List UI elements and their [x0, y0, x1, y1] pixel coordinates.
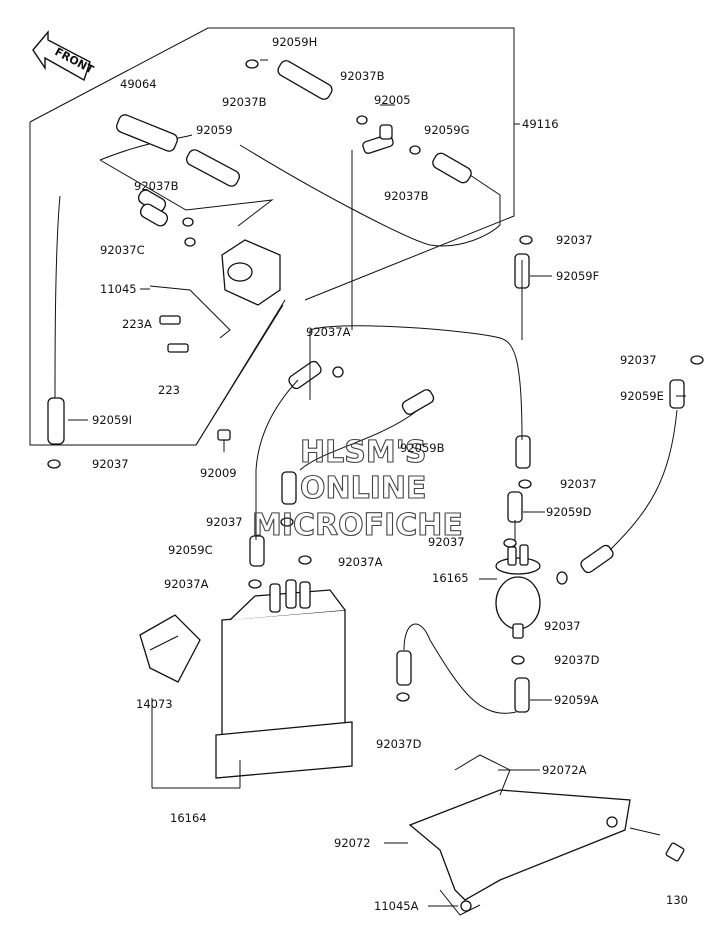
fuel-filter	[495, 544, 541, 639]
part-label-92037d-left: 92037D	[376, 737, 422, 751]
watermark-line-1: HLSM'S	[300, 435, 426, 470]
connector-part	[139, 614, 201, 683]
part-label-92037-left: 92037	[92, 457, 129, 471]
part-label-92059b: 92059B	[400, 441, 445, 455]
watermark-line-2: ONLINE	[300, 471, 427, 506]
part-label-223: 223	[158, 383, 180, 397]
part-label-92059h: 92059H	[272, 35, 317, 49]
part-label-92037b-upper: 92037B	[222, 95, 267, 109]
part-label-92037a-mid: 92037A	[338, 555, 383, 569]
part-label-92059f: 92059F	[556, 269, 599, 283]
part-label-92037b-right: 92037B	[384, 189, 429, 203]
valve-assembly	[149, 239, 281, 339]
part-label-92037-filter: 92037	[428, 535, 465, 549]
hose-clamps	[47, 59, 704, 702]
part-label-92037-canister: 92037	[206, 515, 243, 529]
part-label-92037d-right: 92037D	[554, 653, 600, 667]
part-label-92059d: 92059D	[546, 505, 592, 519]
part-label-16164: 16164	[170, 811, 207, 825]
t-fitting	[362, 124, 394, 154]
part-label-49116: 49116	[522, 117, 559, 131]
part-label-92037-mid-right: 92037	[560, 477, 597, 491]
bolt-parts	[159, 315, 685, 862]
part-label-92059i: 92059I	[92, 413, 132, 427]
part-label-92037-right-top: 92037	[556, 233, 593, 247]
watermark-line-3: MICROFICHE	[252, 508, 463, 543]
tube-parts	[47, 60, 685, 713]
part-label-92059a: 92059A	[554, 693, 599, 707]
mounting-bracket	[408, 754, 631, 916]
upper-hoses	[54, 59, 501, 446]
leader-lines	[68, 275, 686, 907]
part-label-130: 130	[666, 893, 688, 907]
part-label-92072: 92072	[334, 836, 371, 850]
part-label-92037b-left: 92037B	[134, 179, 179, 193]
part-label-92059: 92059	[196, 123, 233, 137]
part-label-92037a-top: 92037A	[306, 325, 351, 339]
front-arrow-icon: FRONT	[32, 30, 96, 82]
part-label-92037-filter-low: 92037	[544, 619, 581, 633]
part-label-92072a: 92072A	[542, 763, 587, 777]
part-label-92059e: 92059E	[620, 389, 664, 403]
part-label-92059c: 92059C	[168, 543, 213, 557]
part-label-14073: 14073	[136, 697, 173, 711]
part-label-11045: 11045	[100, 282, 137, 296]
part-label-223a: 223A	[122, 317, 152, 331]
part-labels: 92059H 49064 92037B 92037B 92005 92059 9…	[92, 35, 688, 913]
part-label-49064: 49064	[120, 77, 157, 91]
part-label-11045a: 11045A	[374, 899, 419, 913]
part-label-92037c: 92037C	[100, 243, 145, 257]
part-label-92037b-top: 92037B	[340, 69, 385, 83]
part-label-92005: 92005	[374, 93, 411, 107]
part-label-92009: 92009	[200, 466, 237, 480]
watermark: HLSM'S ONLINE MICROFICHE	[251, 434, 463, 543]
part-label-16165: 16165	[432, 571, 469, 585]
part-label-92059g: 92059G	[424, 123, 470, 137]
canister-body	[215, 579, 353, 779]
part-label-92037a-low: 92037A	[164, 577, 209, 591]
part-label-92037-far-right: 92037	[620, 353, 657, 367]
assembly-frame	[29, 27, 520, 446]
